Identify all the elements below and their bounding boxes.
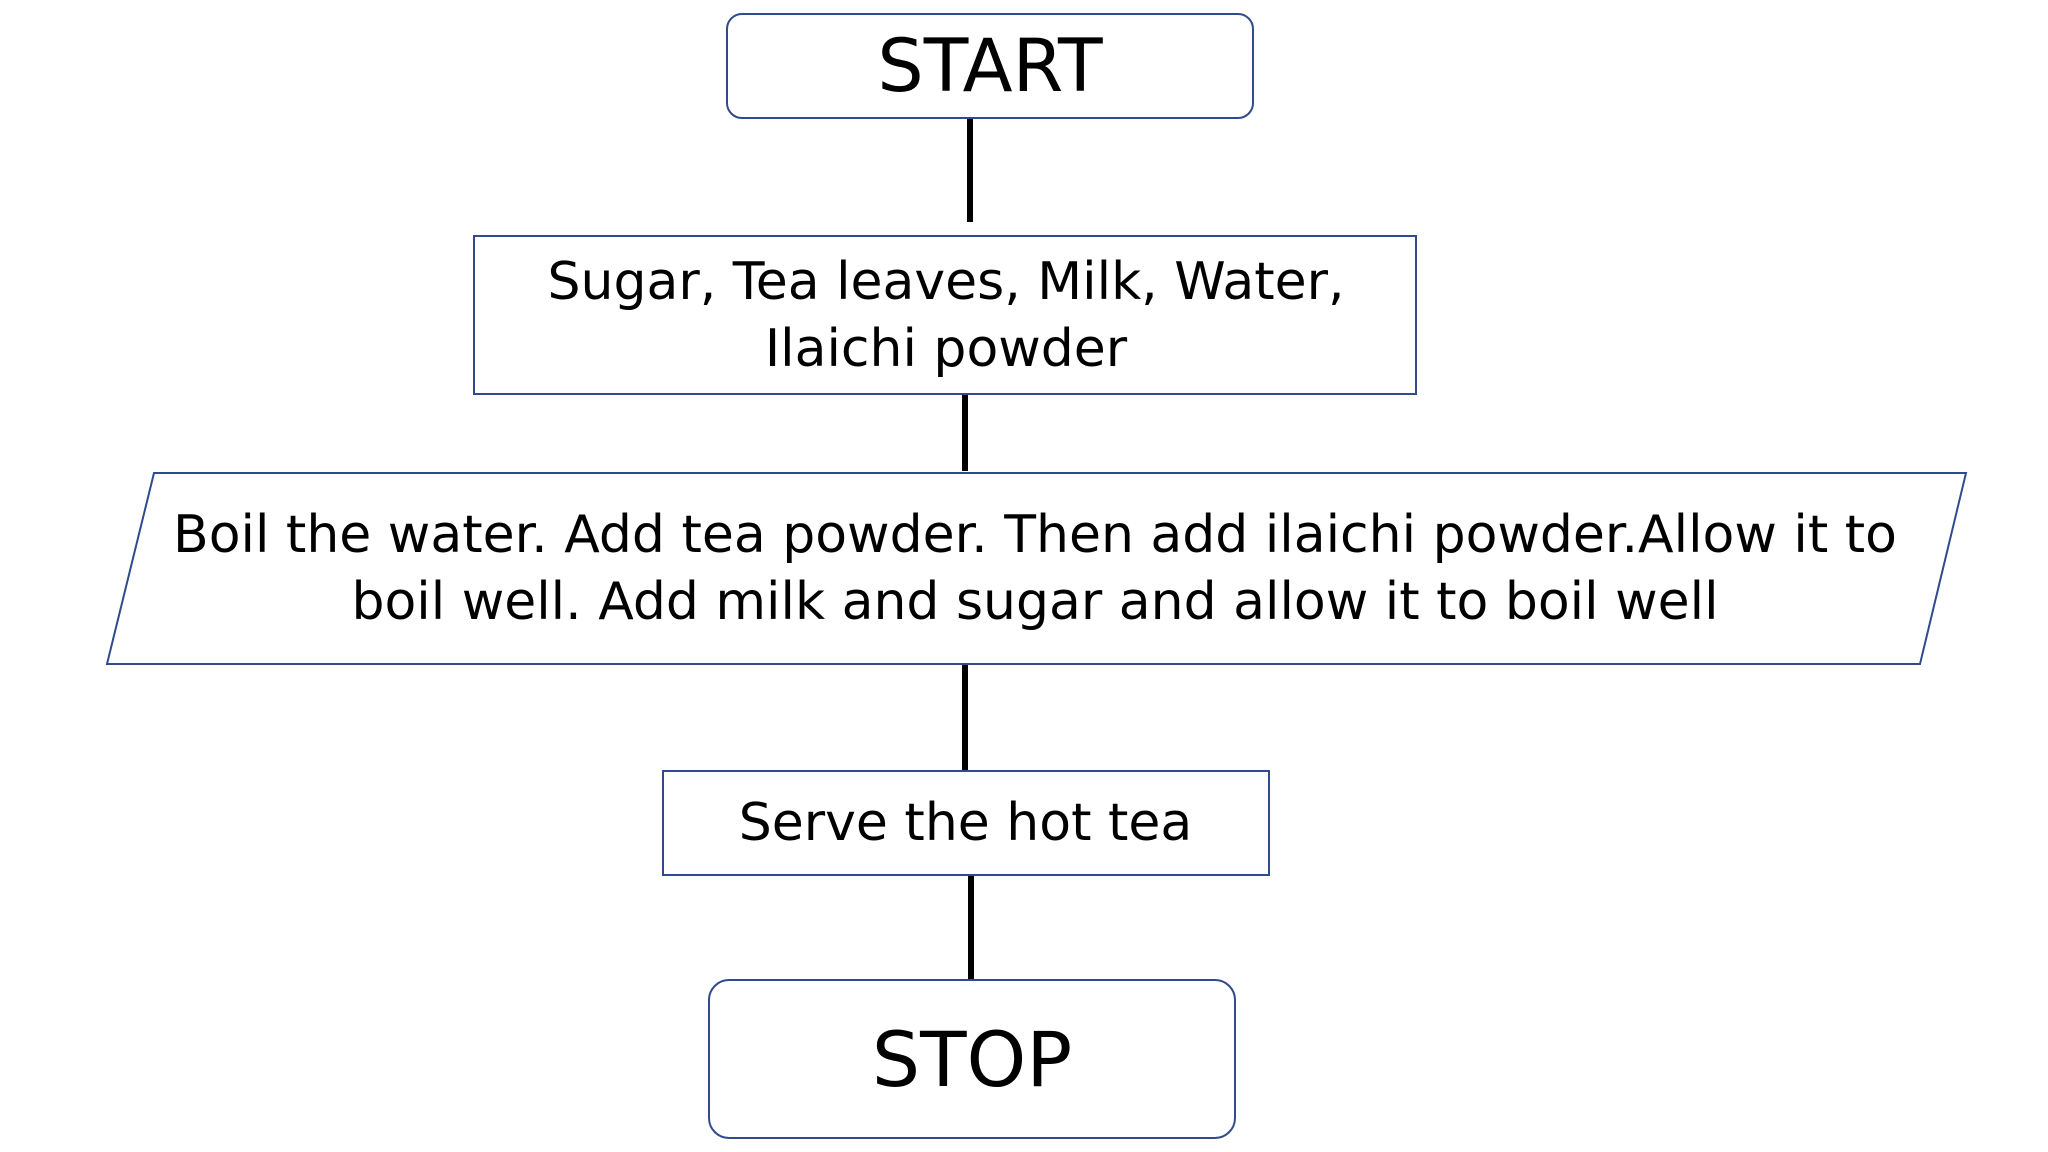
process-io-shape — [105, 472, 1968, 665]
serve-process-shape — [662, 770, 1270, 876]
start-terminator-shape — [726, 13, 1254, 119]
ingredients-process-shape — [473, 235, 1417, 395]
start-label: START — [877, 23, 1103, 109]
serve-label: Serve the hot tea — [738, 792, 1193, 853]
stop-terminator-shape — [708, 979, 1236, 1139]
ingredients-label: Sugar, Tea leaves, Milk, Water, Ilaichi … — [547, 252, 1345, 379]
process-step-label: Boil the water. Add tea powder. Then add… — [173, 505, 1897, 632]
stop-label: STOP — [871, 1015, 1073, 1105]
